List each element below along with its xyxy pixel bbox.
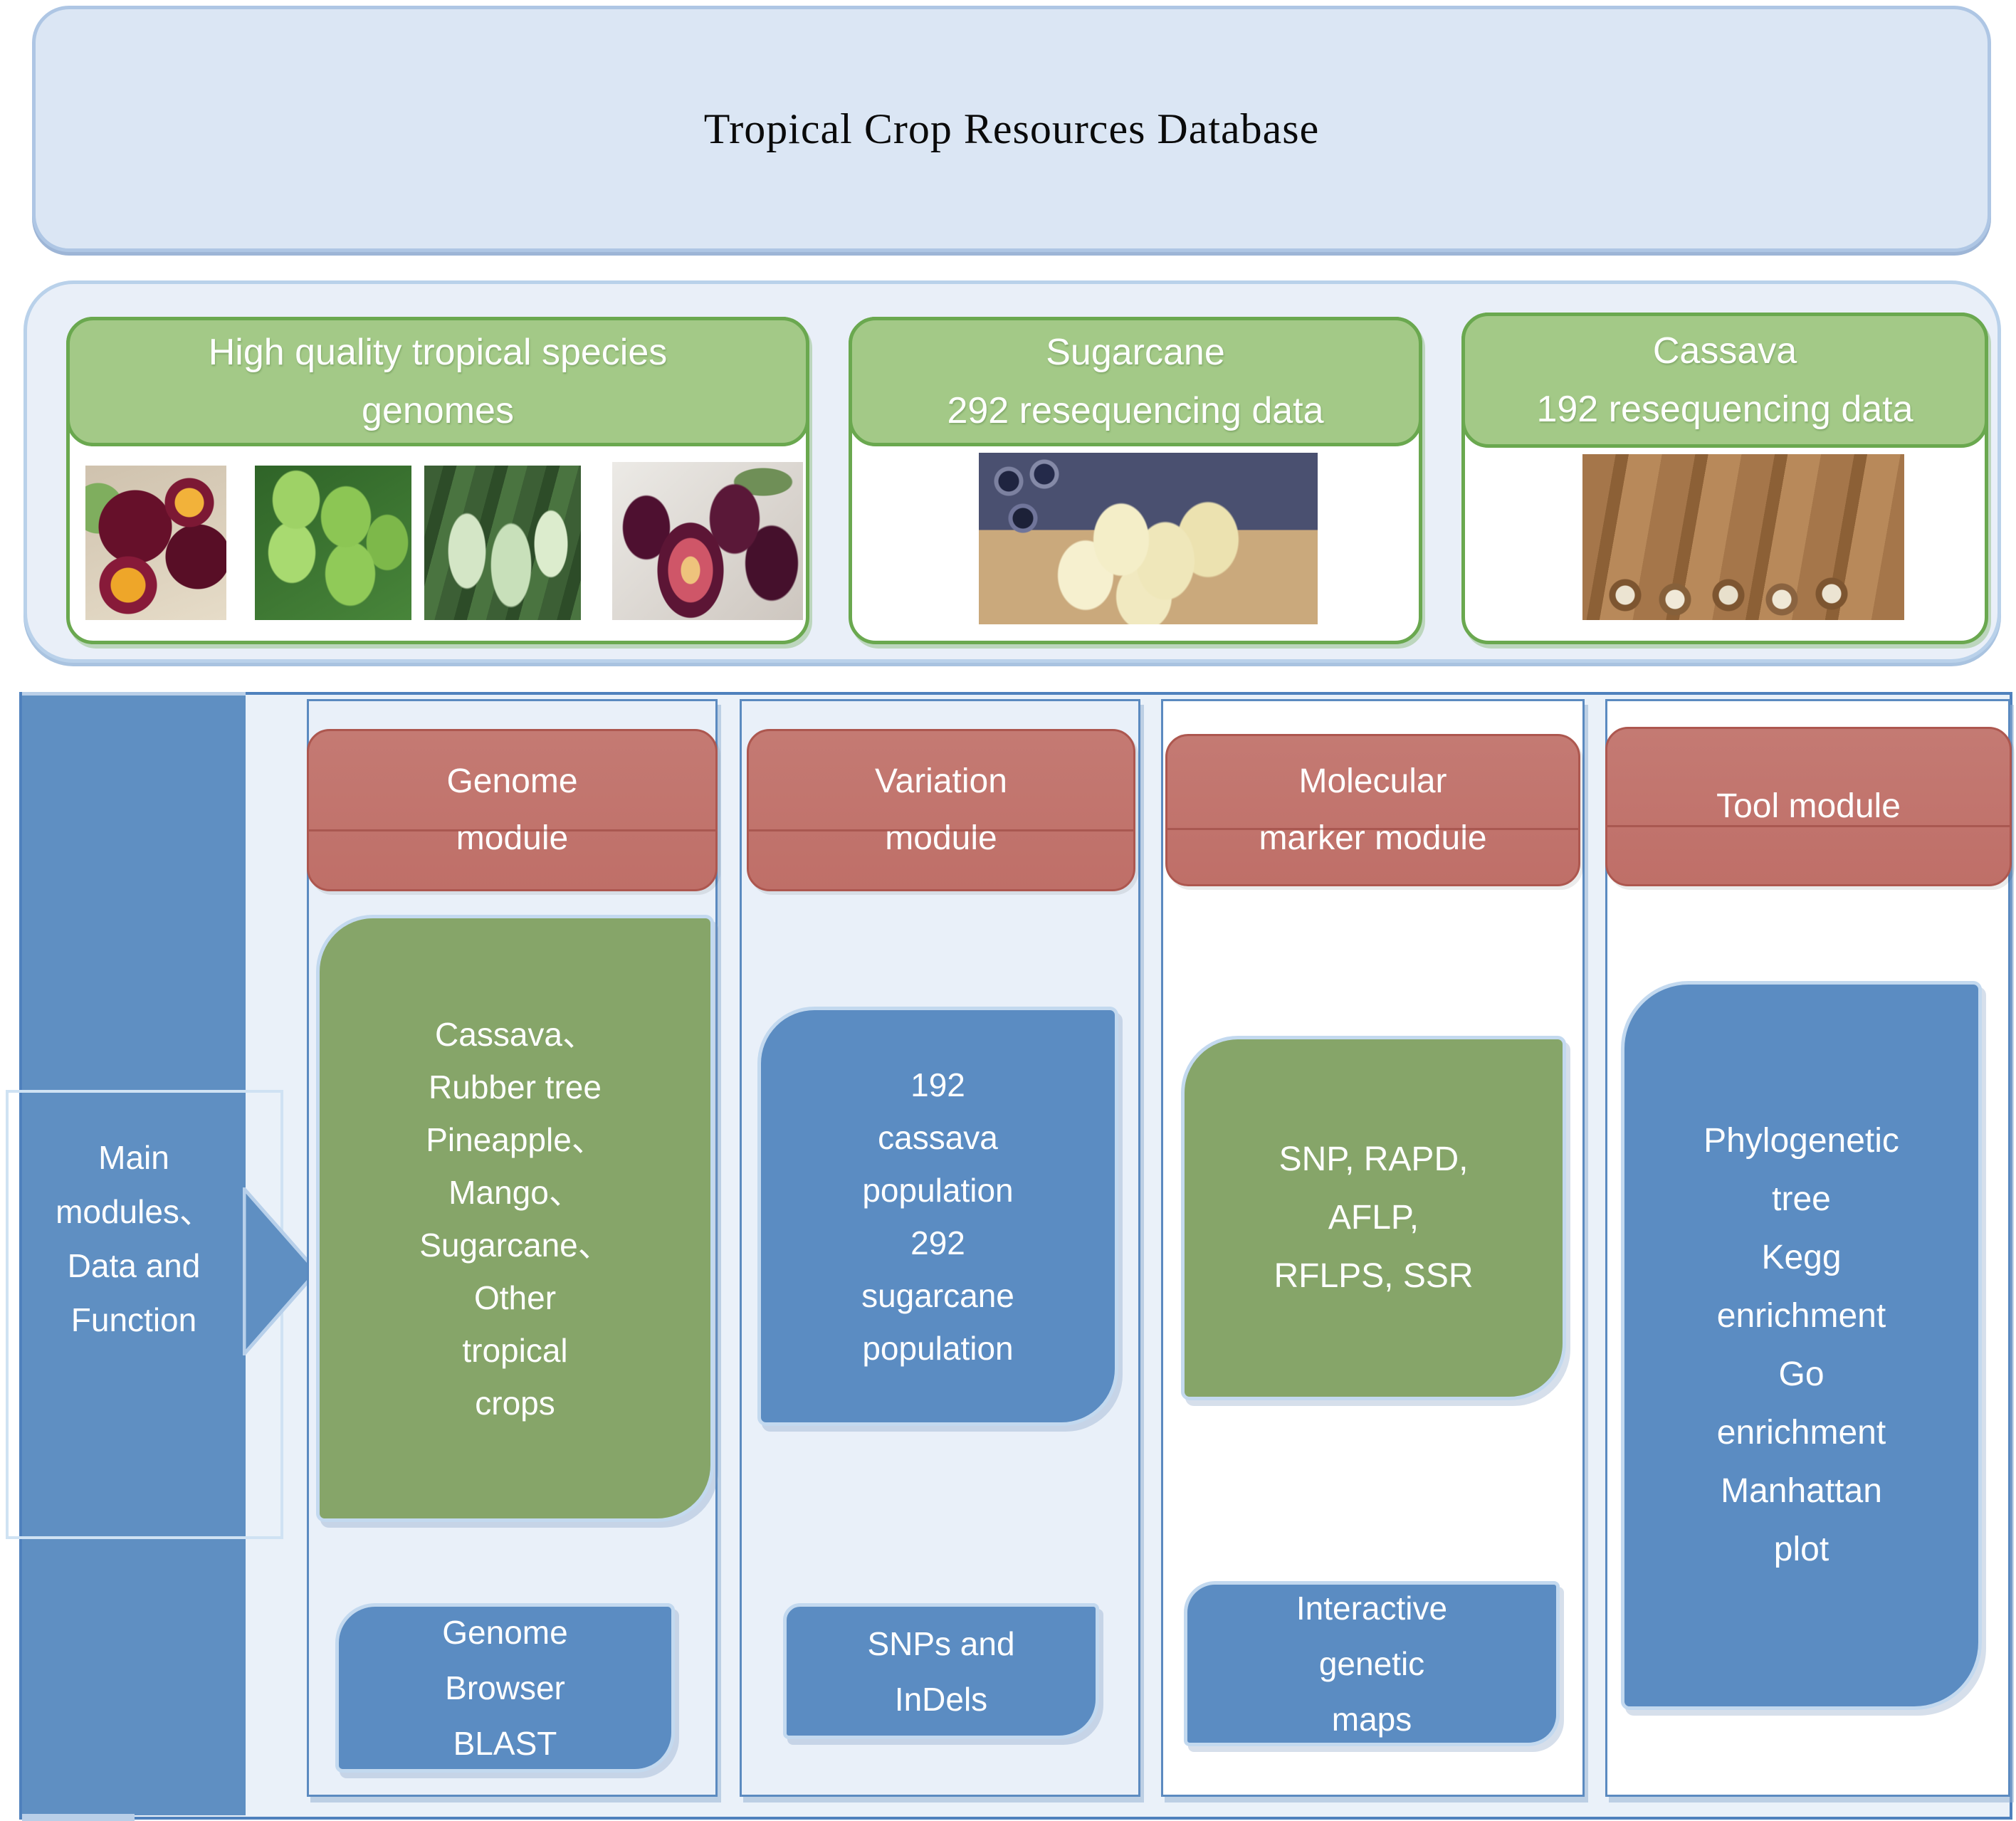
variation-data-line: sugarcane [861,1276,1014,1314]
sugarcane-card-title-line: 292 resequencing data [947,390,1324,431]
genome-data-line: Rubber tree [429,1068,602,1106]
molecular-marker-function-line: maps [1331,1701,1412,1738]
molecular-marker-module-header-line: Molecular [1298,762,1447,800]
genomes-resource-card: High quality tropical species genomes [66,317,809,644]
tool-data-line: enrichment [1716,1297,1886,1335]
tool-data-line: enrichment [1716,1414,1886,1452]
molecular-marker-module-header: Molecular marker module [1165,734,1580,886]
tool-data-line: plot [1773,1531,1829,1568]
variation-module-function-box: SNPs and InDels [783,1603,1099,1739]
tool-data-line: Manhattan [1721,1472,1882,1510]
sugarcane-card-title-line: Sugarcane [1046,332,1225,373]
sidebar-callout-frame [6,1090,283,1539]
sidebar-label: Main modules、 Data and Function [22,1130,246,1347]
sidebar-label-line: Main [98,1139,169,1176]
sidebar-label-line: Data and [67,1247,201,1284]
molecular-marker-data-line: AFLP, [1328,1199,1419,1237]
molecular-marker-function-line: genetic [1318,1645,1425,1682]
genome-data-line: Mango、 [448,1173,582,1211]
genome-data-line: Cassava、 [435,1015,595,1053]
tool-data-line: Kegg [1761,1239,1842,1276]
molecular-marker-module-header-line: marker module [1259,819,1487,857]
tool-data-line: Go [1778,1355,1825,1393]
genome-data-line: crops [475,1384,555,1422]
variation-module-header-line: Variation [875,762,1007,800]
genomes-card-title-line: genomes [362,390,514,431]
variation-module-data-box: 192 cassava population 292 sugarcane pop… [757,1007,1118,1426]
variation-data-line: cassava [878,1118,998,1156]
variation-data-line: 192 [910,1066,965,1103]
genome-module-header-line: module [456,819,569,857]
molecular-marker-function-line: Interactive [1296,1590,1448,1627]
cassava-photo [1582,454,1904,620]
molecular-marker-data-line: RFLPS, SSR [1274,1257,1474,1295]
genome-module-function-box: Genome Browser BLAST [335,1603,675,1773]
sidebar-label-line: modules、 [56,1193,212,1230]
database-title-box: Tropical Crop Resources Database [32,6,1991,252]
sidebar-bottom-cap [22,1814,135,1821]
genome-function-line: Browser [445,1669,565,1706]
sugarcane-card-header: Sugarcane 292 resequencing data [849,317,1422,446]
passion-fruit-photo [85,466,226,620]
figure-title: Tropical Crop Resources Database [703,105,1320,152]
genome-data-line: tropical [462,1331,568,1369]
variation-function-line: SNPs and [867,1625,1015,1662]
variation-module-header: Variation module [747,729,1135,891]
cassava-card-title-line: Cassava [1652,330,1797,372]
genome-module-header: Genome module [307,729,718,891]
genomes-card-header: High quality tropical species genomes [66,317,809,446]
tool-module-header-line: Tool module [1716,787,1901,825]
variation-data-line: 292 [910,1224,965,1261]
tool-data-line: tree [1772,1180,1831,1218]
genome-module-data-box: Cassava、 Rubber tree Pineapple、 Mango、 S… [316,915,714,1522]
variation-module-header-line: module [885,819,997,857]
genome-function-line: BLAST [453,1725,557,1762]
figs-photo [612,462,803,620]
variation-data-line: population [862,1329,1014,1367]
tool-data-line: Phylogenetic [1703,1122,1899,1160]
molecular-marker-data-box: SNP, RAPD, AFLP, RFLPS, SSR [1181,1036,1566,1400]
variation-function-line: InDels [894,1680,988,1718]
tool-module-data-box: Phylogenetic tree Kegg enrichment Go enr… [1621,981,1982,1710]
sugarcane-photo [979,453,1318,624]
cassava-resource-card: Cassava 192 resequencing data [1461,313,1988,644]
cassava-card-header: Cassava 192 resequencing data [1461,313,1988,448]
mango-tree-photo [424,466,581,620]
main-modules-panel: Main modules、 Data and Function Genome m… [6,692,2012,1821]
genome-data-line: Sugarcane、 [419,1226,611,1264]
variation-data-line: population [862,1171,1014,1209]
genome-data-line: Pineapple、 [426,1121,604,1158]
resources-band: High quality tropical species genomes Su… [23,280,2001,663]
genomes-card-title-line: High quality tropical species [208,332,668,373]
tool-module-header: Tool module [1605,727,2012,886]
green-fruits-photo [255,466,411,620]
genome-module-header-line: Genome [446,762,578,800]
sugarcane-resource-card: Sugarcane 292 resequencing data [849,317,1422,644]
genome-data-line: Other [473,1279,557,1316]
molecular-marker-function-box: Interactive genetic maps [1184,1581,1560,1746]
sidebar-arrow-icon [243,1187,320,1355]
sidebar-label-line: Function [70,1301,197,1338]
genome-function-line: Genome [442,1614,568,1651]
cassava-card-title-line: 192 resequencing data [1536,389,1913,430]
molecular-marker-data-line: SNP, RAPD, [1279,1140,1469,1178]
sidebar [22,692,246,1815]
